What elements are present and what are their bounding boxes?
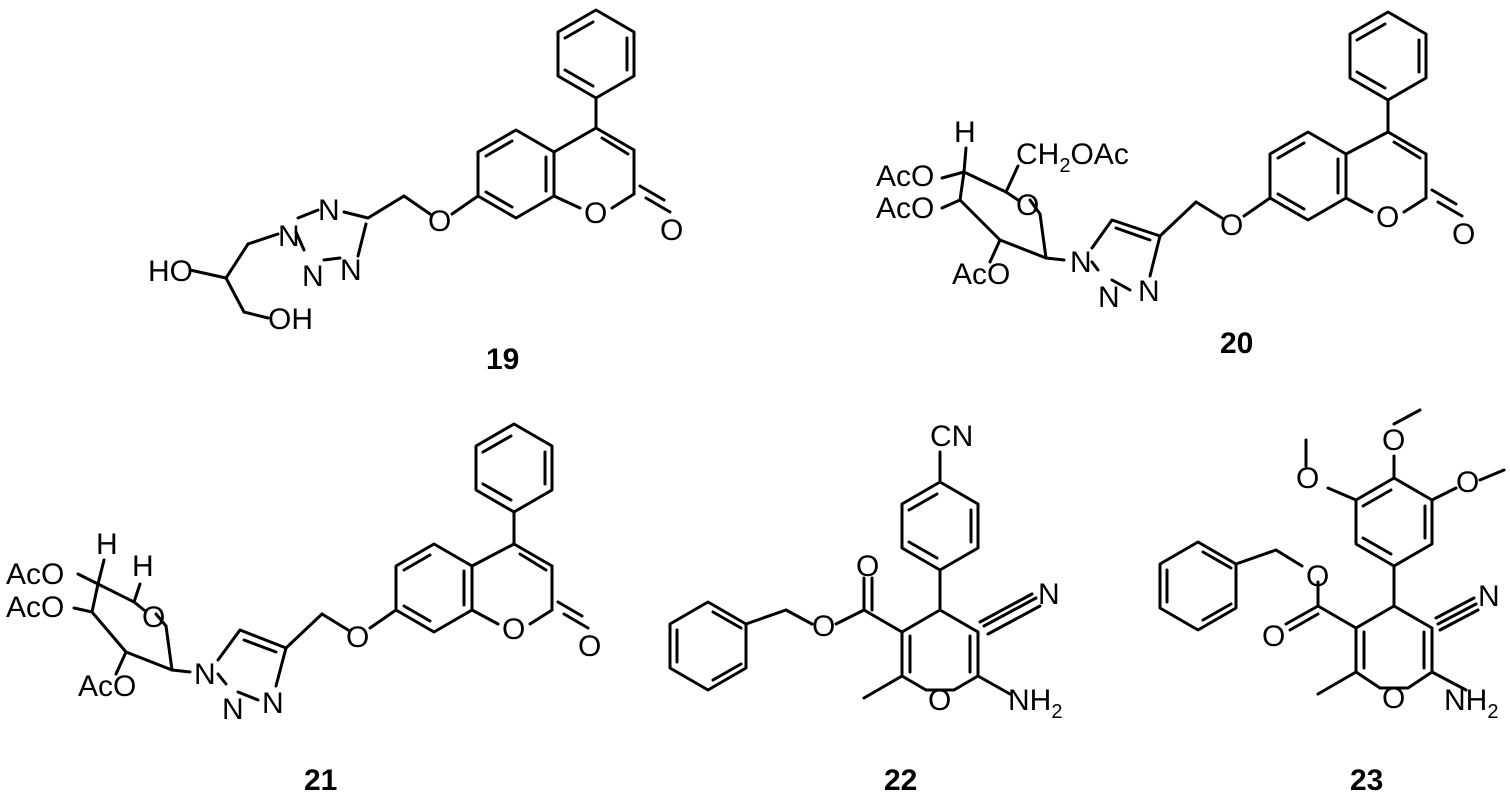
c20-hydrogen: H [954,116,976,149]
compound-label-21: 21 [304,764,337,797]
c21-triazole-n: N [262,687,284,720]
c20-acetoxy-group: AcO [876,160,934,193]
c21-acetoxy-group: AcO [6,591,64,624]
c23-ester-oxygen: O [1306,560,1329,593]
c21-acetoxy-group: AcO [6,558,64,591]
c23-nitrile-n: N [1478,580,1500,613]
c23-methoxy-oxygen: O [1456,466,1479,499]
c19-lactone-oxygen: O [584,197,607,230]
c21-phenyl-ring [474,422,554,514]
c19-tetrazole-n: N [278,220,300,253]
c23-benzyl-ring [1158,540,1238,632]
c22-carbonyl-oxygen: O [856,550,879,583]
c19-hydroxyl-group: HO [148,255,193,288]
c20-triazole-n: N [1138,275,1160,308]
c22-nitrile-group: CN [930,420,973,453]
c19-tetrazole-n: N [340,254,362,287]
c23-aryl-ring [1354,476,1434,568]
c19-benzo-ring [476,128,556,220]
c21-lactone-oxygen: O [502,613,525,646]
c20-benzo-ring [1268,130,1348,222]
c21-carbonyl-oxygen: O [578,630,601,663]
compound-label-20: 20 [1220,327,1253,360]
c20-lactone-oxygen: O [1376,201,1399,234]
compound-20-structure [940,10,1464,292]
compound-label-23: 23 [1350,764,1383,797]
c19-tetrazole-n: N [302,260,324,293]
c20-triazole-n: N [1098,281,1120,314]
compound-label-22: 22 [884,764,917,797]
c21-ring-oxygen: O [142,601,165,634]
c21-triazole-n: N [222,693,244,726]
c20-phenyl-ring [1348,10,1428,102]
c20-acetoxy-group: AcO [952,258,1010,291]
c19-carbonyl-oxygen: O [660,214,683,247]
c22-ring-oxygen: O [928,684,951,717]
c20-acetoxy-group: AcO [876,192,934,225]
c23-methoxy-oxygen: O [1382,424,1405,457]
c21-ether-oxygen: O [346,621,369,654]
c21-hydrogen: H [132,550,154,583]
c20-triazole-n: N [1070,246,1092,279]
c23-amino-group: NH2 [1444,684,1498,723]
c21-triazole-n: N [194,658,216,691]
c19-ether-oxygen: O [428,205,451,238]
c20-carbonyl-oxygen: O [1452,218,1475,251]
c21-benzo-ring [394,542,474,634]
c20-ether-oxygen: O [1220,209,1243,242]
c19-phenyl-ring [556,8,636,100]
c21-acetoxy-group: AcO [78,670,136,703]
c23-ring-oxygen: O [1382,682,1405,715]
c23-carbonyl-oxygen: O [1262,620,1285,653]
c19-tetrazole-n: N [318,194,340,227]
c22-amino-group: NH2 [1008,684,1062,723]
c22-benzyl-ring [668,600,748,692]
c23-pyran-ring [1354,604,1434,690]
compound-label-19: 19 [486,343,519,376]
c22-pyran-ring [900,608,980,692]
compound-22-structure [668,450,1042,700]
c22-nitrile-n: N [1038,578,1060,611]
compound-23-structure [1158,408,1506,696]
compound-19-structure [188,8,672,320]
c22-ester-oxygen: O [812,610,835,643]
compound-21-structure [72,422,590,702]
c20-ring-oxygen: O [1016,189,1039,222]
c23-methoxy-oxygen: O [1296,462,1319,495]
c20-ch2-group: CH2OAc [1016,138,1129,177]
c21-hydrogen: H [96,528,118,561]
c22-aryl-ring [900,480,980,572]
c19-hydroxyl-group: OH [268,303,313,336]
